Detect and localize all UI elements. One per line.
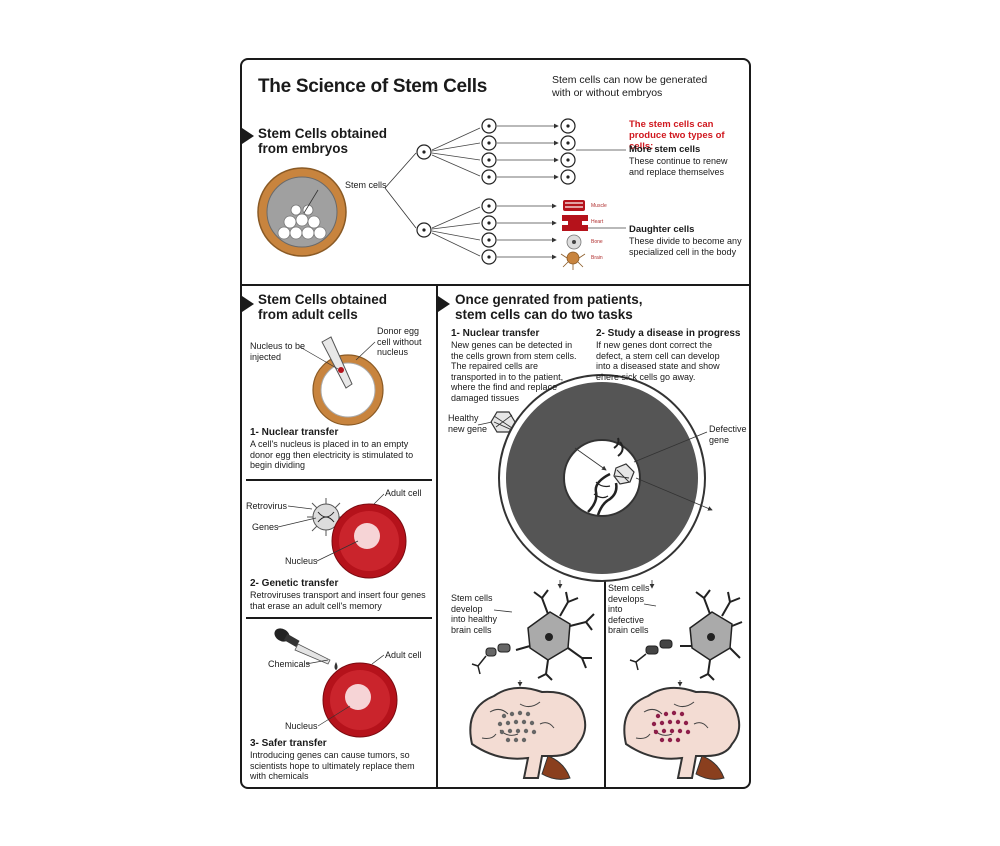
daughter-cells-text: These divide to become any specialized c… bbox=[629, 236, 742, 257]
safer-transfer-text: Introducing genes can cause tumors, so s… bbox=[250, 750, 415, 781]
genetic-transfer-text: Retroviruses transport and insert four g… bbox=[250, 590, 426, 611]
nucleus-label: Nucleus bbox=[285, 556, 318, 566]
stem-cell-icons bbox=[416, 118, 576, 265]
nuclear-transfer-text: A cell's nucleus is placed in to an empt… bbox=[250, 439, 414, 470]
task2-text: If new genes dont correct the defect, a … bbox=[596, 340, 720, 382]
adult-cell-label-2: Adult cell bbox=[385, 650, 422, 660]
adult-cell-illustration-2 bbox=[322, 662, 398, 738]
stem-cells-label: Stem cells bbox=[345, 180, 387, 190]
donor-egg-illustration bbox=[299, 336, 384, 426]
dna-strand-icon bbox=[587, 437, 624, 516]
defective-neuron-illustration bbox=[629, 589, 743, 681]
healthy-gene-label: Healthy new gene bbox=[448, 413, 488, 434]
section-arrow-icon bbox=[242, 128, 254, 144]
defective-gene-icon bbox=[613, 463, 635, 485]
nuclear-transfer-heading: 1- Nuclear transfer bbox=[250, 427, 339, 438]
adult-cell-illustration-1 bbox=[331, 503, 407, 579]
infographic-frame bbox=[240, 58, 751, 789]
cell-type-label: Bone bbox=[591, 239, 603, 245]
cell-type-label: Heart bbox=[591, 219, 604, 225]
blastocyst-illustration bbox=[257, 167, 347, 257]
task2-heading: 2- Study a disease in progress bbox=[596, 328, 741, 339]
chemicals-label: Chemicals bbox=[268, 659, 311, 669]
healthy-brain-label: Stem cells develop into healthy brain ce… bbox=[451, 593, 498, 635]
adult-cell-label: Adult cell bbox=[385, 488, 422, 498]
defective-brain-illustration bbox=[623, 686, 741, 780]
task1-heading: 1- Nuclear transfer bbox=[451, 328, 540, 339]
safer-transfer-heading: 3- Safer transfer bbox=[250, 738, 327, 749]
page-title: The Science of Stem Cells bbox=[258, 76, 488, 97]
daughter-cells-heading: Daughter cells bbox=[629, 224, 695, 235]
produce-note: The stem cells can produce two types of … bbox=[629, 119, 725, 152]
nucleus-injected-label: Nucleus to be injected bbox=[250, 341, 306, 362]
embryo-heading: Stem Cells obtained from embryos bbox=[258, 126, 388, 156]
dropper-illustration bbox=[274, 628, 338, 670]
cell-type-label: Brain bbox=[591, 255, 603, 261]
nucleus-label-2: Nucleus bbox=[285, 721, 318, 731]
more-stem-cells-text: These continue to renew and replace them… bbox=[629, 156, 728, 177]
section-arrow-icon bbox=[438, 296, 450, 312]
donor-egg-label: Donor egg cell without nucleus bbox=[377, 326, 422, 357]
specialized-cells bbox=[560, 200, 588, 270]
retrovirus-illustration bbox=[307, 498, 345, 536]
retrovirus-label: Retrovirus bbox=[246, 501, 288, 511]
page-subtitle: Stem cells can now be generated with or … bbox=[552, 74, 708, 99]
patients-heading: Once genrated from patients, stem cells … bbox=[455, 292, 643, 322]
healthy-gene-icon bbox=[490, 411, 516, 433]
cell-type-label: Muscle bbox=[591, 203, 607, 209]
healthy-neuron-illustration bbox=[471, 589, 595, 681]
healthy-brain-illustration bbox=[469, 686, 587, 780]
section-arrow-icon bbox=[242, 296, 254, 312]
adult-heading: Stem Cells obtained from adult cells bbox=[258, 292, 388, 322]
genes-label: Genes bbox=[252, 522, 279, 532]
genetic-transfer-heading: 2- Genetic transfer bbox=[250, 578, 339, 589]
task1-text: New genes can be detected in the cells g… bbox=[451, 340, 577, 403]
defective-brain-label: Stem cells develops into defective brain… bbox=[608, 583, 650, 635]
defective-gene-label: Defective gene bbox=[709, 424, 747, 445]
more-stem-cells-heading: More stem cells bbox=[629, 144, 701, 155]
